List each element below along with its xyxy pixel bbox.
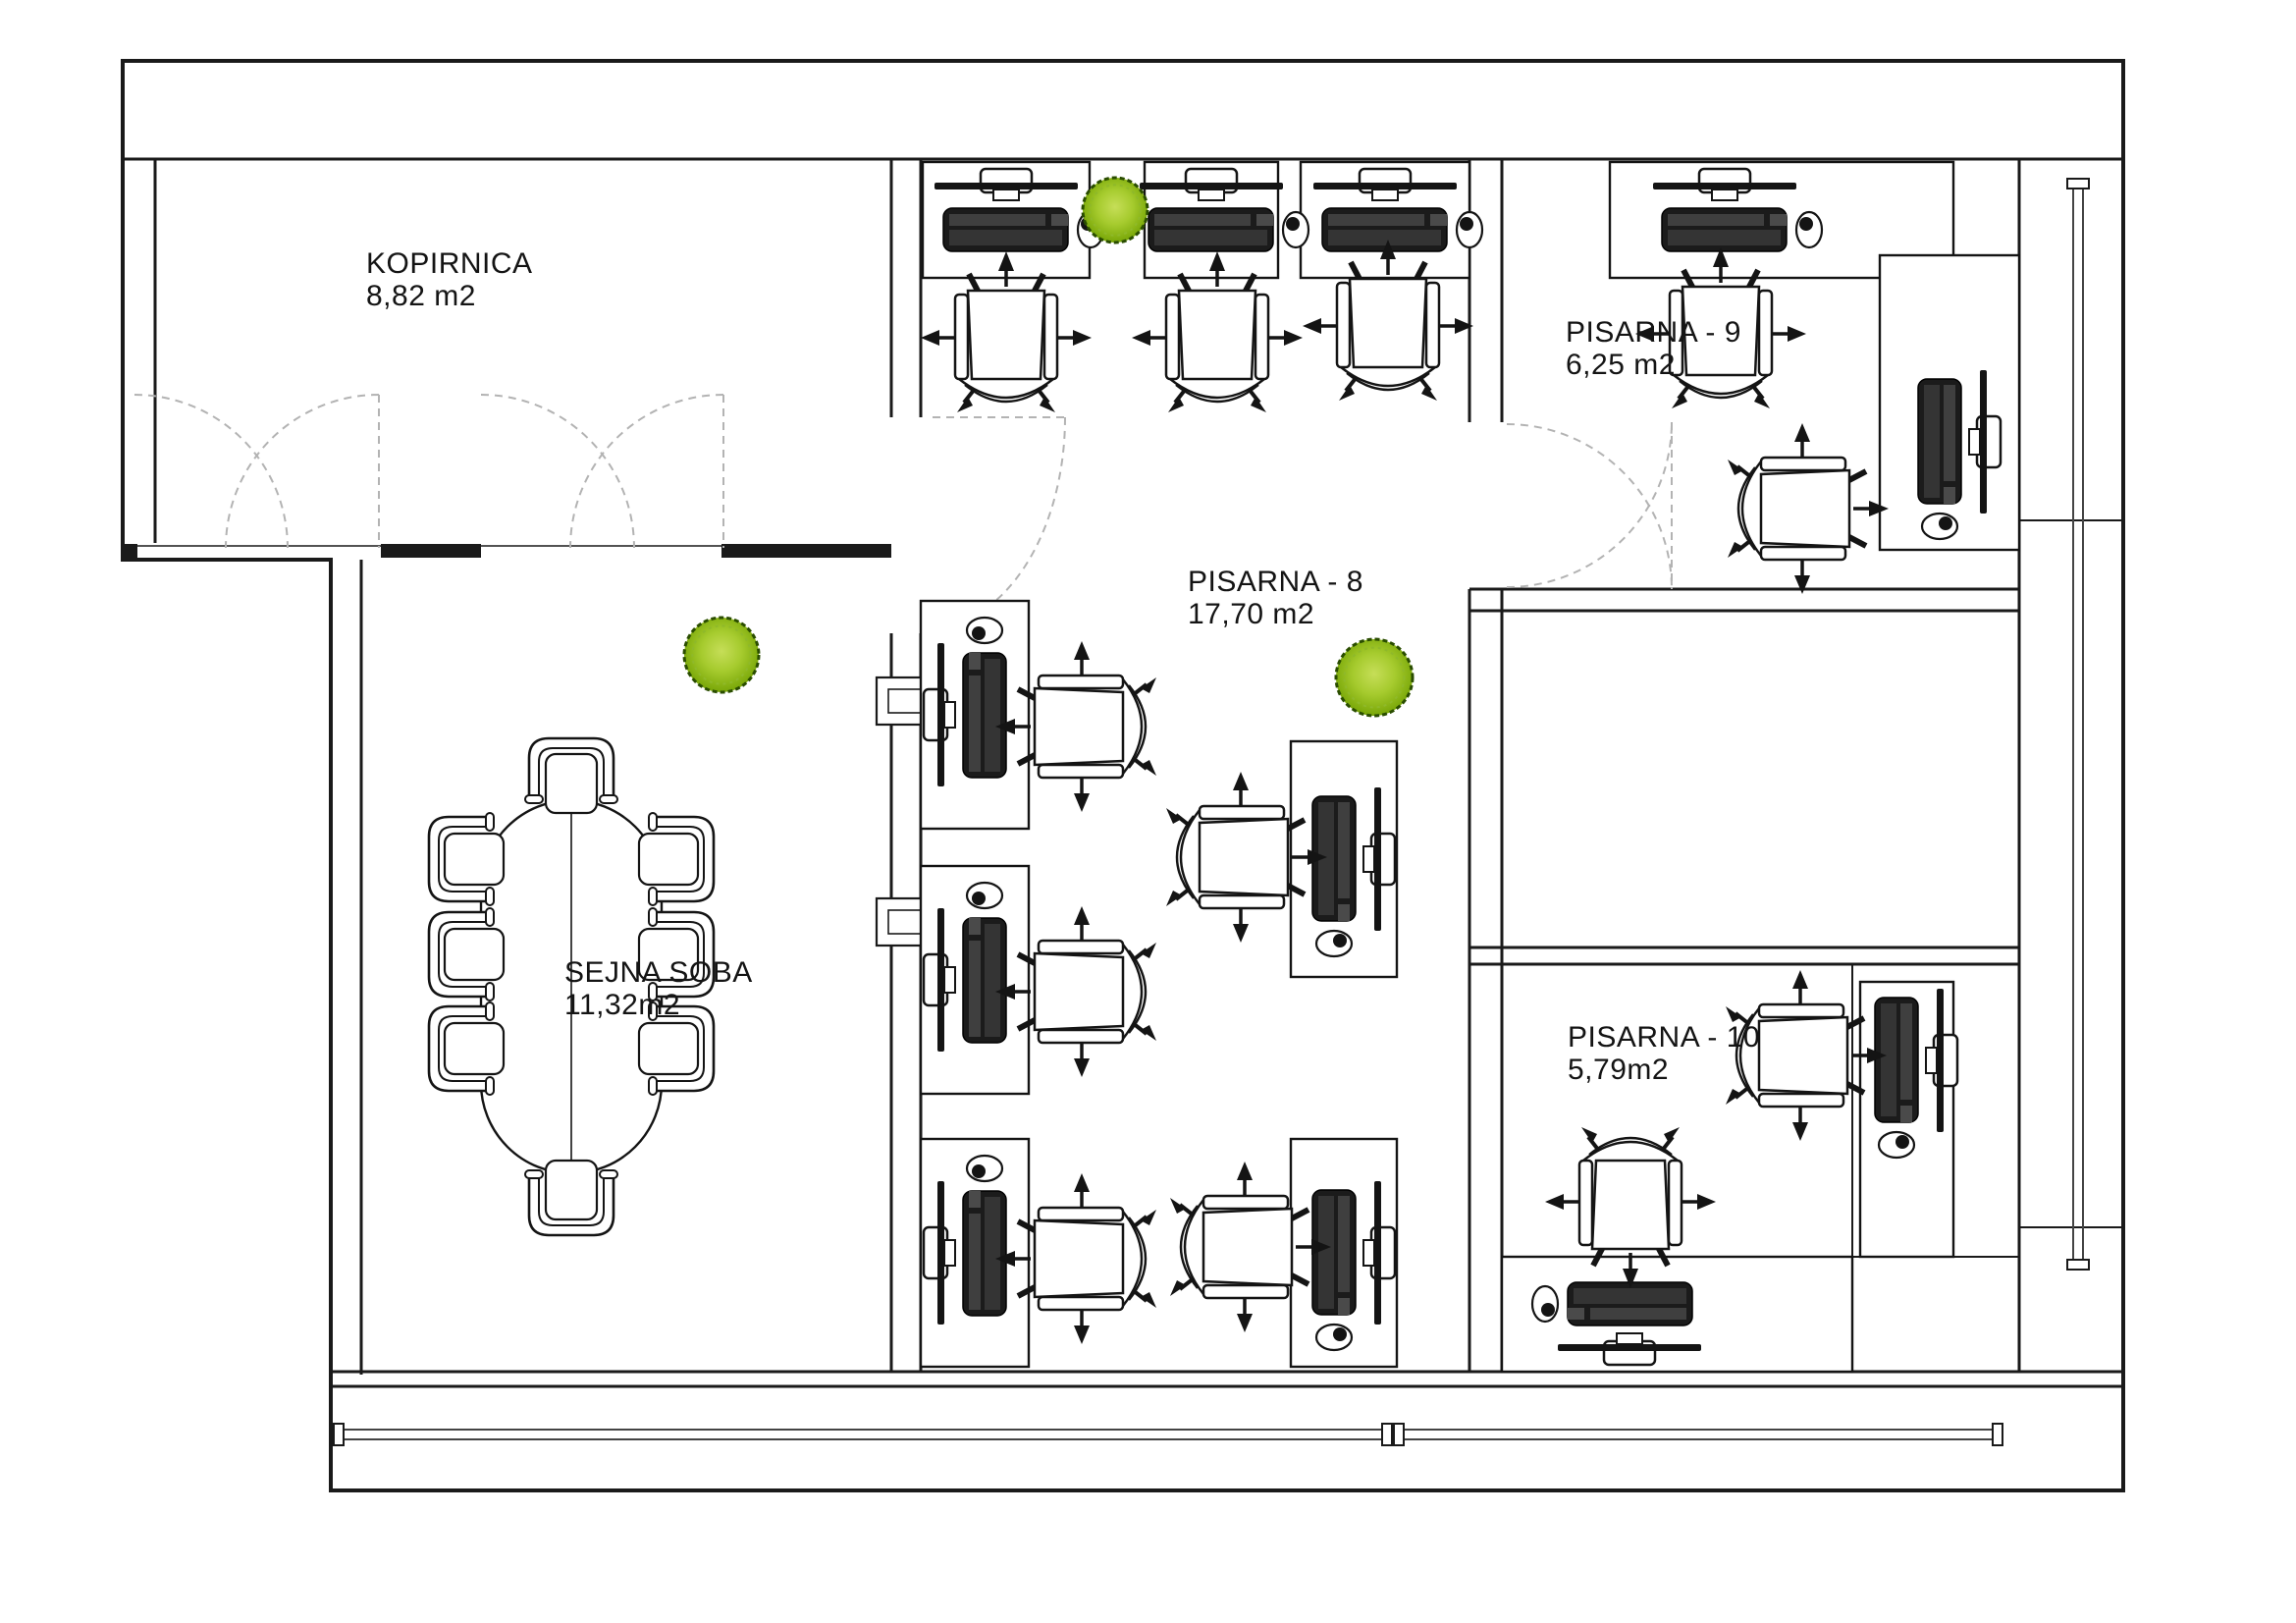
door-swing [1506, 423, 1673, 590]
window-frame-cap [2066, 178, 2090, 189]
window-frame-cap [1381, 1423, 1393, 1446]
window-frame-cap [2066, 1259, 2090, 1271]
plant-foliage-icon [1081, 176, 1149, 244]
conference-chair [427, 811, 506, 907]
door-swing [225, 394, 380, 549]
room-label-sejna-soba: SEJNA SOBA 11,32m2 [564, 956, 760, 1021]
room-name: PISARNA - 9 [1566, 316, 1741, 349]
door-swing [1506, 421, 1673, 588]
door-swing [480, 394, 635, 549]
room-name: PISARNA - 8 [1188, 566, 1363, 598]
conference-chair [523, 736, 619, 815]
furniture-layer [427, 160, 2021, 1374]
room-label-kopirnica: KOPIRNICA 8,82 m2 [366, 247, 540, 312]
doors-layer [133, 394, 1673, 629]
office-chair [1728, 423, 1889, 594]
door-swing [133, 394, 289, 549]
room-labels-layer: KOPIRNICA 8,82 m2 SEJNA SOBA 11,32m2 PIS… [366, 247, 1769, 1086]
room-name: PISARNA - 10 [1568, 1021, 1760, 1054]
room-label-pisarna-9: PISARNA - 9 6,25 m2 [1566, 316, 1750, 381]
conference-chair [523, 1159, 619, 1237]
window-frame-cap [333, 1423, 345, 1446]
plant-foliage-ring-icon [1089, 184, 1142, 237]
plant-foliage-icon [682, 616, 761, 694]
door-swing [927, 416, 1066, 629]
room-area: 11,32m2 [564, 989, 680, 1021]
plant-foliage-ring-icon [691, 624, 752, 685]
room-label-pisarna-10: PISARNA - 10 5,79m2 [1568, 1021, 1769, 1086]
room-area: 5,79m2 [1568, 1054, 1669, 1086]
plant [1334, 637, 1415, 718]
conference-chair [427, 1001, 506, 1097]
conference-chair [427, 906, 506, 1002]
wall [121, 59, 2125, 1492]
room-area: 8,82 m2 [366, 280, 476, 312]
plants-layer [682, 176, 1415, 718]
room-area: 6,25 m2 [1566, 349, 1676, 381]
room-name: SEJNA SOBA [564, 956, 752, 989]
window-frame-cap [1393, 1423, 1405, 1446]
windows-layer [333, 178, 2090, 1446]
plant-foliage-ring-icon [1343, 646, 1406, 709]
door-swing [569, 394, 724, 549]
plant-foliage-icon [1334, 637, 1415, 718]
plant [1081, 176, 1149, 244]
room-label-pisarna-8: PISARNA - 8 17,70 m2 [1188, 566, 1372, 630]
window-frame-cap [1992, 1423, 2003, 1446]
room-area: 17,70 m2 [1188, 598, 1314, 630]
conference-chair [637, 811, 716, 907]
plant [682, 616, 761, 694]
room-name: KOPIRNICA [366, 247, 532, 280]
